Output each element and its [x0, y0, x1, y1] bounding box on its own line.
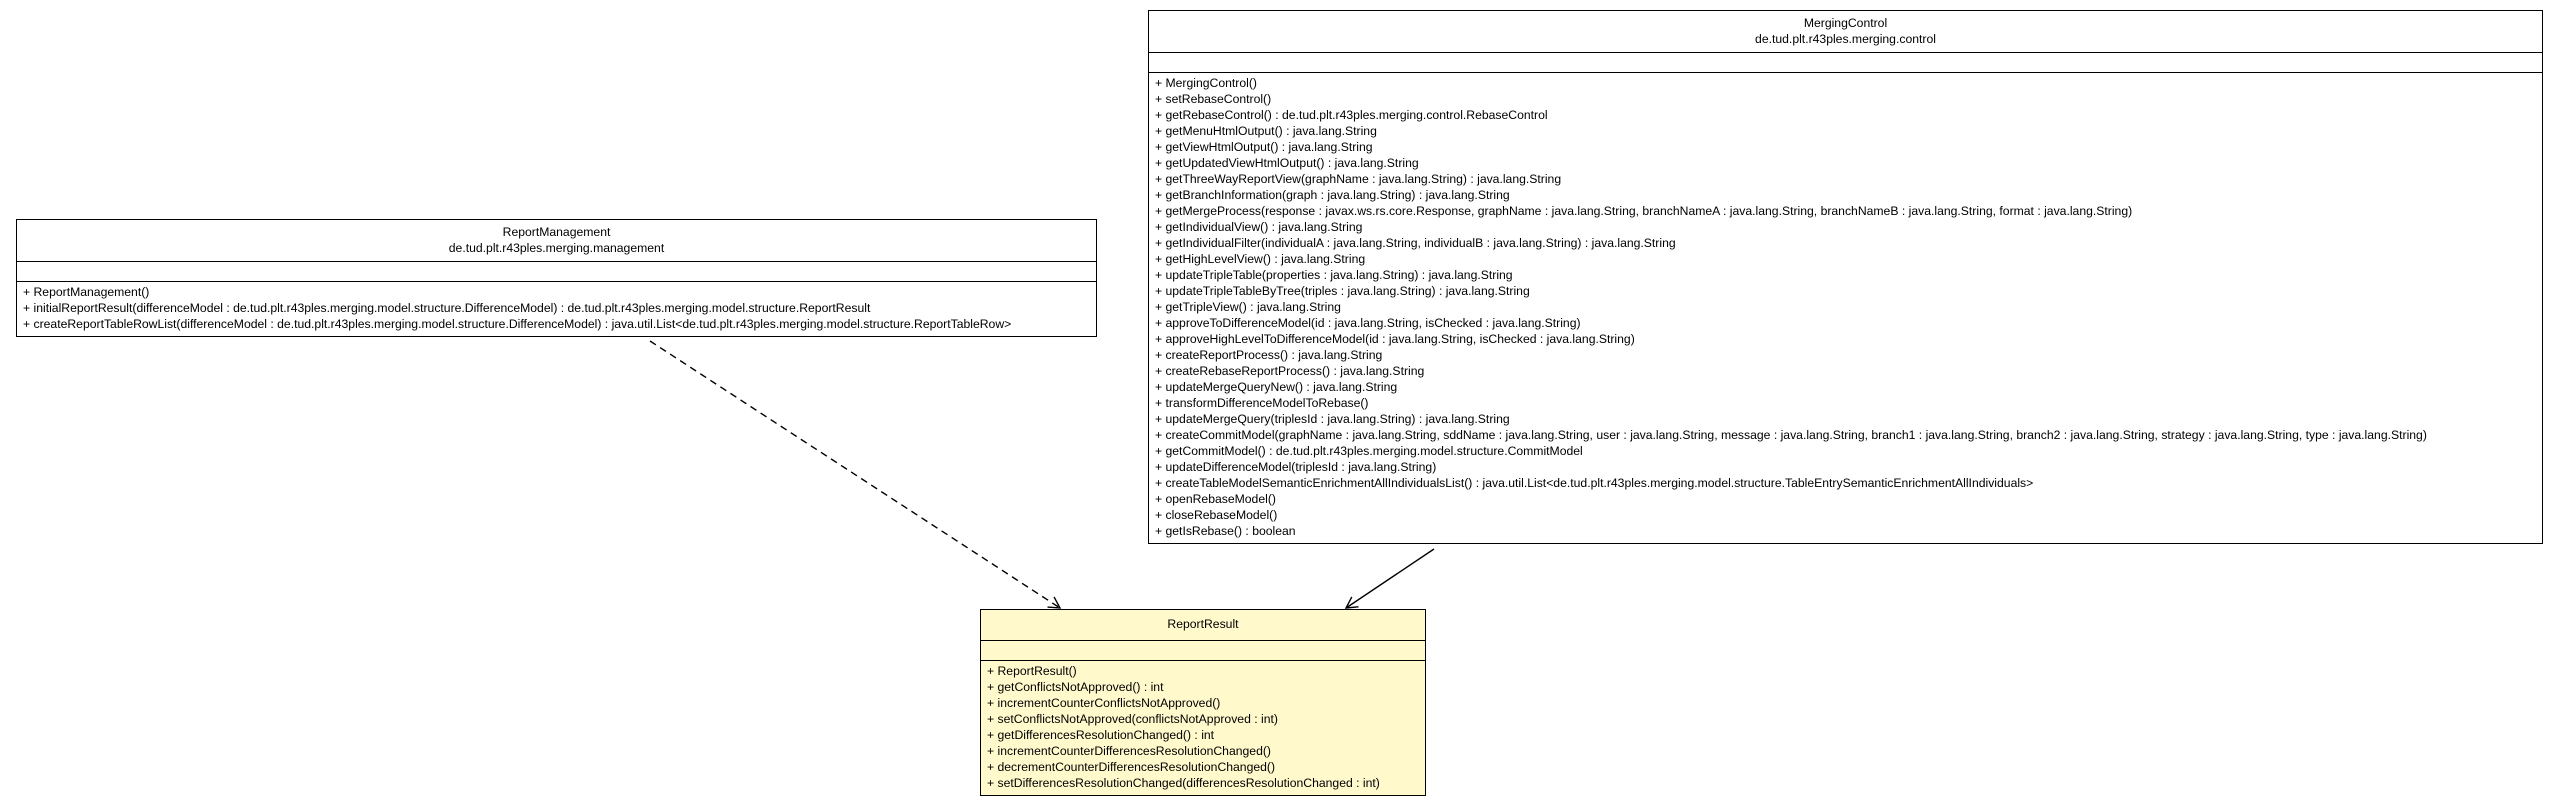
class-header: ReportResult [981, 610, 1425, 641]
operation-item: + createTableModelSemanticEnrichmentAllI… [1155, 476, 2034, 490]
operation-item: + getMergeProcess(response : javax.ws.rs… [1155, 204, 2133, 218]
class-report-result[interactable]: ReportResult + ReportResult() + getConfl… [980, 609, 1426, 796]
operation-item: + getRebaseControl() : de.tud.plt.r43ple… [1155, 108, 1548, 122]
operation-item: + setRebaseControl() [1155, 92, 1272, 106]
operation-item: + ReportManagement() [23, 285, 150, 299]
operation-item: + transformDifferenceModelToRebase() [1155, 396, 1369, 410]
class-name: ReportManagement [502, 225, 611, 239]
class-package: de.tud.plt.r43ples.merging.control [1755, 32, 1936, 46]
class-report-management[interactable]: ReportManagement de.tud.plt.r43ples.merg… [16, 219, 1097, 337]
operation-item: + approveToDifferenceModel(id : java.lan… [1155, 316, 1581, 330]
operation-item: + createReportProcess() : java.lang.Stri… [1155, 348, 1383, 362]
dependency-line-reportmanagement-to-reportresult [649, 340, 1062, 609]
operation-item: + getCommitModel() : de.tud.plt.r43ples.… [1155, 444, 1583, 458]
operation-item: + getIndividualView() : java.lang.String [1155, 220, 1363, 234]
operation-item: + getBranchInformation(graph : java.lang… [1155, 188, 1510, 202]
class-operations: + ReportResult() + getConflictsNotApprov… [981, 661, 1425, 795]
operation-item: + updateTripleTable(properties : java.la… [1155, 268, 1513, 282]
operation-item: + getMenuHtmlOutput() : java.lang.String [1155, 124, 1377, 138]
association-line-mergingcontrol-to-reportresult [1344, 548, 1435, 609]
operation-item: + getTripleView() : java.lang.String [1155, 300, 1341, 314]
operation-item: + getHighLevelView() : java.lang.String [1155, 252, 1366, 266]
class-operations: + ReportManagement() + initialReportResu… [17, 282, 1096, 336]
operation-item: + decrementCounterDifferencesResolutionC… [987, 760, 1276, 774]
class-name: ReportResult [1167, 617, 1239, 631]
operation-item: + updateDifferenceModel(triplesId : java… [1155, 460, 1437, 474]
operation-item: + getDifferencesResolutionChanged() : in… [987, 728, 1215, 742]
operation-item: + incrementCounterConflictsNotApproved() [987, 696, 1221, 710]
operation-item: + setDifferencesResolutionChanged(differ… [987, 776, 1380, 790]
operation-item: + approveHighLevelToDifferenceModel(id :… [1155, 332, 1635, 346]
class-attributes [17, 262, 1096, 282]
operation-item: + ReportResult() [987, 664, 1077, 678]
operation-item: + getIsRebase() : boolean [1155, 524, 1296, 538]
operation-item: + createRebaseReportProcess() : java.lan… [1155, 364, 1425, 378]
operation-item: + createReportTableRowList(differenceMod… [23, 317, 1012, 331]
class-header: ReportManagement de.tud.plt.r43ples.merg… [17, 220, 1096, 262]
class-header: MergingControl de.tud.plt.r43ples.mergin… [1149, 11, 2542, 53]
operation-item: + updateMergeQueryNew() : java.lang.Stri… [1155, 380, 1398, 394]
operation-item: + getThreeWayReportView(graphName : java… [1155, 172, 1562, 186]
operation-item: + incrementCounterDifferencesResolutionC… [987, 744, 1271, 758]
operation-item: + getUpdatedViewHtmlOutput() : java.lang… [1155, 156, 1419, 170]
class-name: MergingControl [1803, 16, 1888, 30]
class-merging-control[interactable]: MergingControl de.tud.plt.r43ples.mergin… [1148, 10, 2543, 544]
operation-item: + getConflictsNotApproved() : int [987, 680, 1164, 694]
operation-item: + createCommitModel(graphName : java.lan… [1155, 428, 2427, 442]
operation-item: + updateMergeQuery(triplesId : java.lang… [1155, 412, 1510, 426]
operation-item: + getIndividualFilter(individualA : java… [1155, 236, 1676, 250]
operation-item: + updateTripleTableByTree(triples : java… [1155, 284, 1530, 298]
class-package: de.tud.plt.r43ples.merging.management [448, 241, 665, 255]
operation-item: + closeRebaseModel() [1155, 508, 1278, 522]
class-operations: + MergingControl() + setRebaseControl() … [1149, 73, 2542, 543]
operation-item: + setConflictsNotApproved(conflictsNotAp… [987, 712, 1278, 726]
class-attributes [981, 641, 1425, 661]
class-attributes [1149, 53, 2542, 73]
operation-item: + initialReportResult(differenceModel : … [23, 301, 871, 315]
operation-item: + MergingControl() [1155, 76, 1257, 90]
operation-item: + getViewHtmlOutput() : java.lang.String [1155, 140, 1373, 154]
operation-item: + openRebaseModel() [1155, 492, 1276, 506]
